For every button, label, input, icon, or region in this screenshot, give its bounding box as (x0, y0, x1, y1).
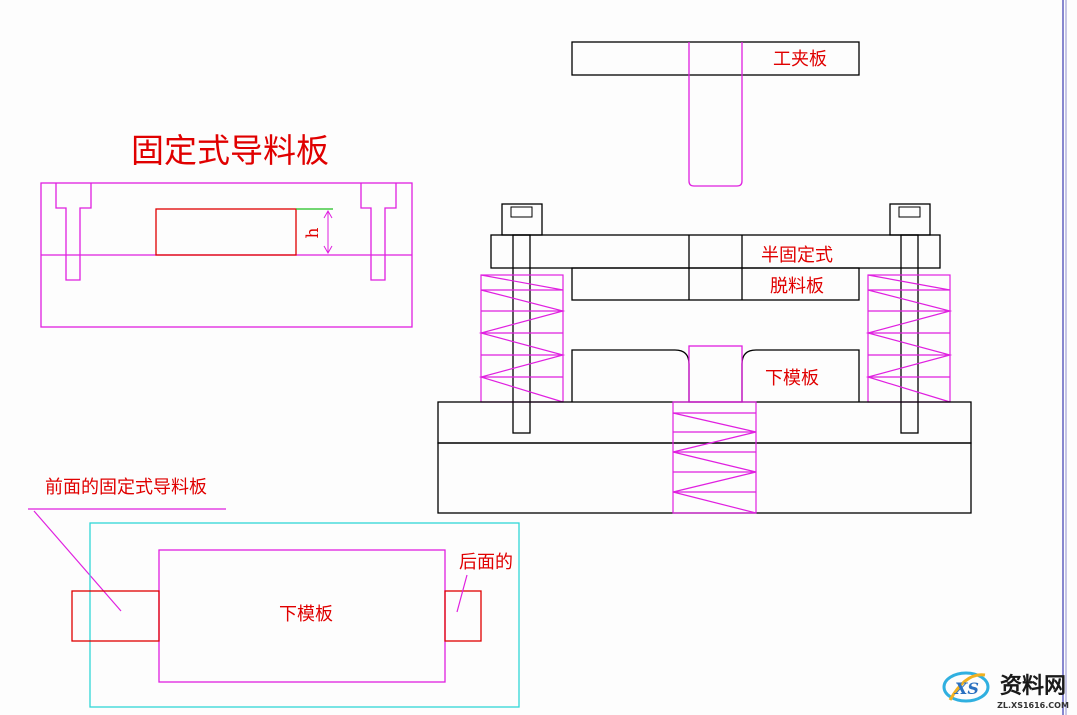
lower-die-left-half (571, 349, 690, 402)
punch (688, 42, 743, 187)
die-opening (688, 345, 743, 403)
front-guide-plate (71, 590, 160, 642)
main-title: 固定式导料板 (131, 131, 329, 170)
svg-text:XS: XS (954, 679, 979, 698)
top-view-section: 前面的固定式导料板 下模板 后面的 (28, 477, 520, 708)
semi-fixed-label-line2: 脱料板 (770, 276, 824, 297)
front-guide-leader-arrow (33, 510, 122, 612)
die-base-upper (437, 401, 972, 444)
top-view-outline (89, 522, 520, 708)
left-bolt-socket (510, 206, 533, 218)
center-ejector-spring (672, 401, 757, 514)
lower-die-top-label: 下模板 (279, 604, 333, 625)
fixed-guide-plate-section: 固定式导料板 h (40, 131, 413, 328)
left-spring (478, 274, 566, 403)
die-assembly-section: 工夹板 半固定式 脱料板 (437, 41, 972, 514)
left-bolt-shank (512, 234, 531, 434)
right-spring (865, 274, 953, 403)
front-guide-label: 前面的固定式导料板 (45, 477, 207, 498)
lower-die-side-label: 下模板 (765, 368, 819, 389)
clamp-plate (571, 41, 860, 76)
strip-material (155, 208, 297, 256)
right-bolt-shank (900, 234, 919, 434)
left-screw-hole (55, 183, 92, 281)
right-bolt-head (889, 203, 931, 236)
stripper-insert (571, 267, 860, 301)
watermark-domain: ZL.XS1616.COM (997, 701, 1069, 710)
gap-h-label: h (303, 227, 323, 238)
rear-guide-leader (456, 574, 468, 613)
xs-logo-icon: XS (942, 671, 990, 703)
watermark-name: 资料网 (1000, 674, 1066, 699)
dimension-arrows (323, 209, 333, 255)
stripper-plate (490, 234, 941, 269)
die-base-lower (437, 442, 972, 514)
site-logo-watermark: XS 资料网 ZL.XS1616.COM (942, 671, 1069, 710)
semi-fixed-label-line1: 半固定式 (761, 245, 833, 266)
clamp-plate-label: 工夹板 (773, 49, 827, 70)
rear-guide-plate (444, 590, 482, 642)
right-bolt-socket (898, 206, 921, 218)
rear-guide-label: 后面的 (459, 552, 513, 573)
right-screw-hole (360, 183, 397, 281)
left-bolt-head (501, 203, 543, 236)
